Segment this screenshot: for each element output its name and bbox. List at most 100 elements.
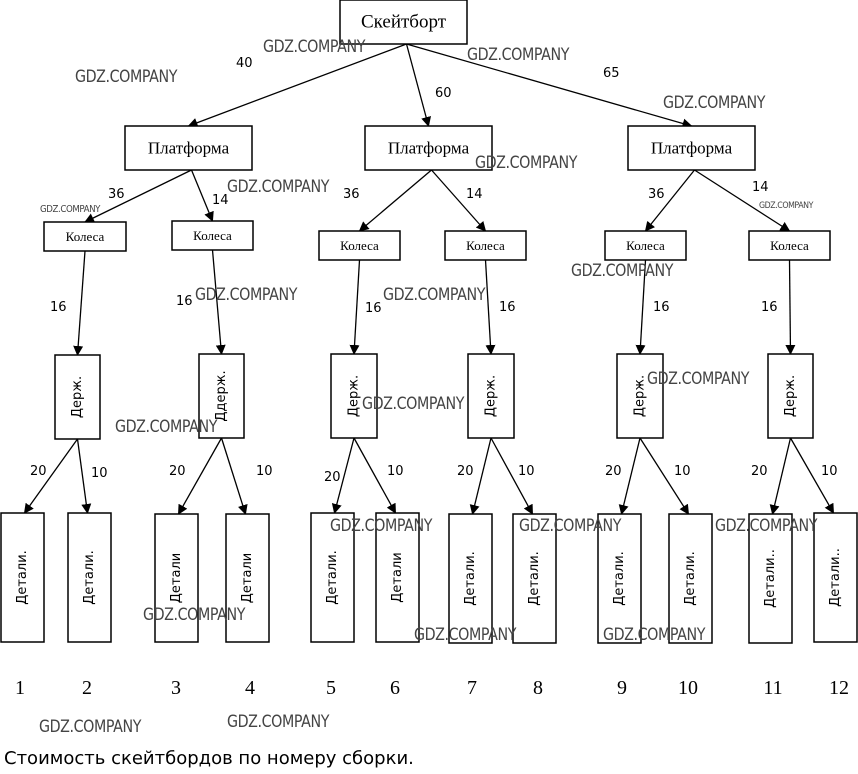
edge-root-to-platform-1: [187, 43, 407, 128]
edge-label-wheels-node-1-2-cost: 14: [212, 193, 229, 208]
holder-node-2-1: Держ.: [330, 353, 378, 439]
watermark-text: GDZ.COMPANY: [75, 67, 178, 87]
edge-holder-node-3-2-to-details-11: [769, 437, 792, 515]
edges-layer: [23, 43, 835, 515]
details-node-6-box: [375, 512, 420, 643]
assembly-number-7: 7: [467, 677, 477, 699]
details-node-12-box: [813, 512, 858, 643]
watermark-text: GDZ.COMPANY: [263, 37, 366, 57]
watermark-text: GDZ.COMPANY: [759, 201, 814, 211]
holder-node-1-2-label: Ддерж.: [214, 370, 229, 421]
edge-label-wheels-node-3-1-cost: 36: [648, 187, 665, 202]
edge-label-platform-3-cost: 65: [603, 66, 620, 81]
edge-wheels-node-1-1-to-holder: [73, 250, 86, 356]
edge-label-details-node-8-cost: 10: [518, 464, 535, 479]
details-node-7-label: Детали.: [463, 551, 478, 606]
assembly-number-4: 4: [245, 677, 255, 699]
edge-label-details-node-7-cost: 20: [457, 464, 474, 479]
wheels-node-3-2-box: [748, 230, 831, 261]
watermark-text: GDZ.COMPANY: [39, 717, 142, 737]
edge-label-wheels-node-2-2-cost: 14: [466, 187, 483, 202]
edge-label-details-node-2-cost: 10: [91, 466, 108, 481]
edge-platform-3-to-wheels-1: [644, 169, 696, 232]
holder-node-2-1-box: [330, 353, 378, 439]
edge-label-holder-node-3-2-cost: 16: [761, 300, 778, 315]
details-node-11-box: [748, 513, 793, 644]
wheels-node-2-1-box: [318, 230, 401, 261]
holder-node-3-2: Держ.: [767, 353, 814, 439]
edge-holder-node-3-1-to-details-10: [639, 437, 690, 515]
platform-node-1-box: [124, 125, 253, 171]
watermark-text: GDZ.COMPANY: [467, 45, 570, 65]
edge-label-platform-2-cost: 60: [435, 86, 452, 101]
details-node-12-label: Детали..: [828, 548, 843, 607]
details-node-11-label: Детали..: [763, 549, 778, 608]
wheels-node-3-1-label: Колеса: [626, 238, 665, 253]
watermark-text: GDZ.COMPANY: [195, 285, 298, 305]
edge-label-holder-node-1-1-cost: 16: [50, 300, 67, 315]
edge-label-details-node-12-cost: 10: [821, 464, 838, 479]
watermark-text: GDZ.COMPANY: [475, 153, 578, 173]
edge-label-holder-node-2-1-cost: 16: [365, 301, 382, 316]
watermark-text: GDZ.COMPANY: [362, 394, 465, 414]
holder-node-3-1: Держ.: [616, 353, 664, 439]
edge-label-wheels-node-3-2-cost: 14: [752, 180, 769, 195]
edge-platform-1-to-wheels-1: [84, 169, 192, 223]
watermark-text: GDZ.COMPANY: [40, 204, 101, 215]
watermark-text: GDZ.COMPANY: [143, 605, 246, 625]
wheels-node-3-2: Колеса: [748, 230, 831, 261]
edge-label-details-node-6-cost: 10: [387, 464, 404, 479]
watermark-text: GDZ.COMPANY: [383, 285, 486, 305]
edge-root-to-platform-2: [405, 43, 431, 127]
holder-node-3-1-label: Держ.: [633, 375, 648, 417]
edge-holder-node-2-2-to-details-7: [469, 437, 492, 515]
watermark-text: GDZ.COMPANY: [227, 177, 330, 197]
assembly-number-12: 12: [829, 677, 849, 699]
details-node-2: Детали.: [67, 512, 112, 643]
edge-platform-1-to-wheels-2: [190, 169, 214, 222]
holder-node-1-2-box: [198, 353, 245, 439]
holder-node-1-1-box: [54, 354, 101, 440]
edge-holder-node-1-1-to-details-1: [23, 438, 79, 514]
wheels-node-2-2-label: Колеса: [466, 238, 505, 253]
edge-wheels-node-2-2-to-holder: [484, 259, 496, 355]
holder-node-1-1-label: Держ.: [70, 376, 85, 418]
details-node-9-label: Детали.: [612, 551, 627, 606]
edge-wheels-node-3-1-to-holder: [635, 259, 647, 355]
edge-label-details-node-10-cost: 10: [674, 464, 691, 479]
watermark-text: GDZ.COMPANY: [414, 625, 517, 645]
edge-holder-node-2-1-to-details-5: [331, 437, 355, 514]
holder-node-3-1-box: [616, 353, 664, 439]
edge-wheels-node-2-1-to-holder: [349, 259, 361, 355]
assembly-number-8: 8: [533, 677, 543, 699]
platform-node-2-label: Платформа: [388, 139, 470, 158]
details-node-5-label: Детали.: [325, 550, 340, 605]
details-node-1-box: [0, 512, 45, 643]
wheels-node-1-2-label: Колеса: [193, 228, 232, 243]
edge-label-details-node-11-cost: 20: [751, 464, 768, 479]
wheels-node-2-1: Колеса: [318, 230, 401, 261]
wheels-node-3-1: Колеса: [604, 230, 687, 261]
nodes-layer: СкейтбортПлатформаКолесаДерж.Детали.Дета…: [0, 0, 858, 644]
details-node-2-box: [67, 512, 112, 643]
edge-holder-node-2-2-to-details-8: [490, 437, 534, 515]
wheels-node-1-1-box: [43, 221, 127, 252]
details-node-12: Детали..: [813, 512, 858, 643]
platform-node-2: Платформа: [364, 125, 493, 171]
edge-root-to-platform-3: [406, 43, 693, 129]
wheels-node-3-2-label: Колеса: [770, 238, 809, 253]
edge-platform-2-to-wheels-1: [358, 169, 432, 232]
watermarks-layer: GDZ.COMPANY GDZ.COMPANY GDZ.COMPANY GDZ.COM…: [39, 37, 818, 737]
watermark-text: GDZ.COMPANY: [571, 261, 674, 281]
platform-node-3: Платформа: [627, 125, 756, 171]
details-node-1-label: Детали.: [15, 550, 30, 605]
details-node-3: Детали: [154, 513, 199, 643]
edge-label-details-node-5-cost: 20: [324, 470, 341, 485]
wheels-node-2-2-box: [444, 230, 527, 261]
wheels-node-1-2-box: [171, 220, 254, 251]
details-node-11: Детали..: [748, 513, 793, 644]
edge-label-wheels-node-1-1-cost: 36: [108, 187, 125, 202]
details-node-2-label: Детали.: [82, 550, 97, 605]
details-node-8-label: Детали.: [527, 551, 542, 606]
